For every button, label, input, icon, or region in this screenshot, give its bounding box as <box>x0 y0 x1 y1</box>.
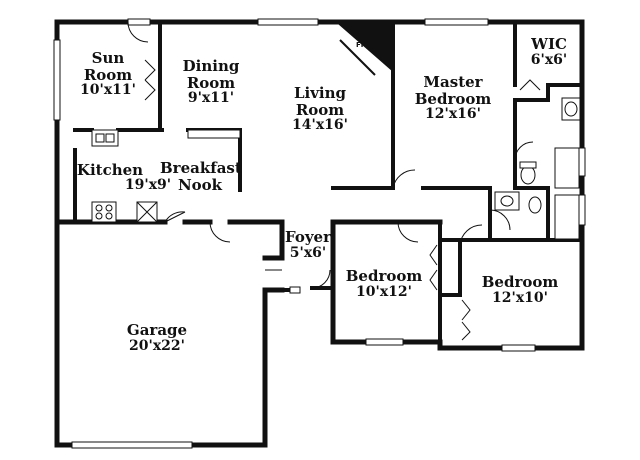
door-garage <box>209 221 231 243</box>
fireplace-label: FP <box>356 41 366 49</box>
door-bedroom-2 <box>459 224 483 246</box>
bifold-bedroom-1 <box>429 244 438 291</box>
foyer-dims: 5'x6' <box>289 244 327 261</box>
exterior-walls <box>54 19 585 448</box>
bedroom-2-dims: 12'x10' <box>492 289 548 306</box>
master-shower <box>554 147 580 189</box>
bedroom-2-name: Bedroom <box>481 273 559 291</box>
door-sun-room <box>127 21 149 43</box>
breakfast-nook-name-1: Breakfast <box>160 159 242 177</box>
door-foyer <box>311 269 331 289</box>
bifold-sun-room <box>144 59 156 81</box>
bath-toilet <box>528 196 542 214</box>
garage-name: Garage <box>126 321 188 339</box>
door-bath <box>489 209 511 231</box>
breakfast-nook-name-2: Nook <box>177 175 223 194</box>
door-master <box>392 169 416 189</box>
sun-room-name-2: Room <box>83 65 133 84</box>
door-swings <box>127 21 534 289</box>
bathtub <box>554 194 580 240</box>
window-master-bath <box>578 147 586 177</box>
wic-dims: 6'x6' <box>530 51 568 68</box>
master-bedroom-name-1: Master <box>423 73 483 91</box>
window-sun-room-top <box>127 18 151 26</box>
windows <box>53 18 586 449</box>
living-room-label: Living Room 14'x16' <box>280 85 360 133</box>
door-bedroom-1 <box>397 221 419 243</box>
stove <box>91 201 117 223</box>
door-master-bath <box>514 141 534 161</box>
garage-dims: 20'x22' <box>129 337 185 354</box>
sun-room-dims: 10'x11' <box>80 82 136 98</box>
counter <box>187 129 241 139</box>
dining-room-name-1: Dining <box>182 57 240 75</box>
dining-room-dims: 9'x11' <box>187 90 235 106</box>
bedroom-1-name: Bedroom <box>345 267 423 285</box>
bedroom-1-dims: 10'x12' <box>356 283 412 300</box>
sun-room-label: Sun Room 10'x11' <box>78 50 138 98</box>
foyer-label: Foyer 5'x6' <box>284 229 332 261</box>
window-living-room <box>257 18 319 26</box>
dining-room-label: Dining Room 9'x11' <box>172 58 250 106</box>
dining-room-name-2: Room <box>186 73 236 92</box>
master-bedroom-dims: 12'x16' <box>425 106 481 122</box>
kitchen-dims-label: 19'x9' <box>118 177 178 193</box>
wic-label: WIC 6'x6' <box>522 36 576 68</box>
bedroom-1-label: Bedroom 10'x12' <box>342 268 426 300</box>
fixtures <box>91 97 581 294</box>
closet-doors <box>144 59 541 341</box>
window-sun-room-side <box>53 39 61 121</box>
bifold-bedroom-2 <box>461 299 471 341</box>
breakfast-nook-label: Breakfast Nook <box>160 159 242 194</box>
kitchen-name: Kitchen <box>76 161 144 179</box>
foyer-post <box>289 286 301 294</box>
master-bedroom-name-2: Bedroom <box>414 89 492 108</box>
fireplace <box>338 24 393 72</box>
master-bedroom-label: Master Bedroom 12'x16' <box>410 74 496 122</box>
bedroom-2-label: Bedroom 12'x10' <box>478 274 562 306</box>
garage-door <box>71 441 193 449</box>
living-room-dims: 14'x16' <box>292 117 348 133</box>
wic-name: WIC <box>531 35 567 53</box>
living-room-name-2: Room <box>295 100 345 119</box>
master-toilet <box>520 165 536 185</box>
fireplace-hearth <box>339 39 376 76</box>
window-bedroom-1 <box>365 338 404 346</box>
window-master-bedroom <box>424 18 489 26</box>
window-bath <box>578 194 586 226</box>
kitchen-dims: 19'x9' <box>124 177 172 193</box>
living-room-name-1: Living <box>293 84 347 102</box>
bifold-wic <box>519 79 541 91</box>
garage-label: Garage 20'x22' <box>112 322 202 354</box>
window-bedroom-2 <box>501 344 536 352</box>
door-garage-kitchen <box>164 211 186 223</box>
foyer-name: Foyer <box>285 228 331 246</box>
sun-room-name-1: Sun <box>91 49 125 67</box>
kitchen-name-label: Kitchen <box>76 162 144 179</box>
